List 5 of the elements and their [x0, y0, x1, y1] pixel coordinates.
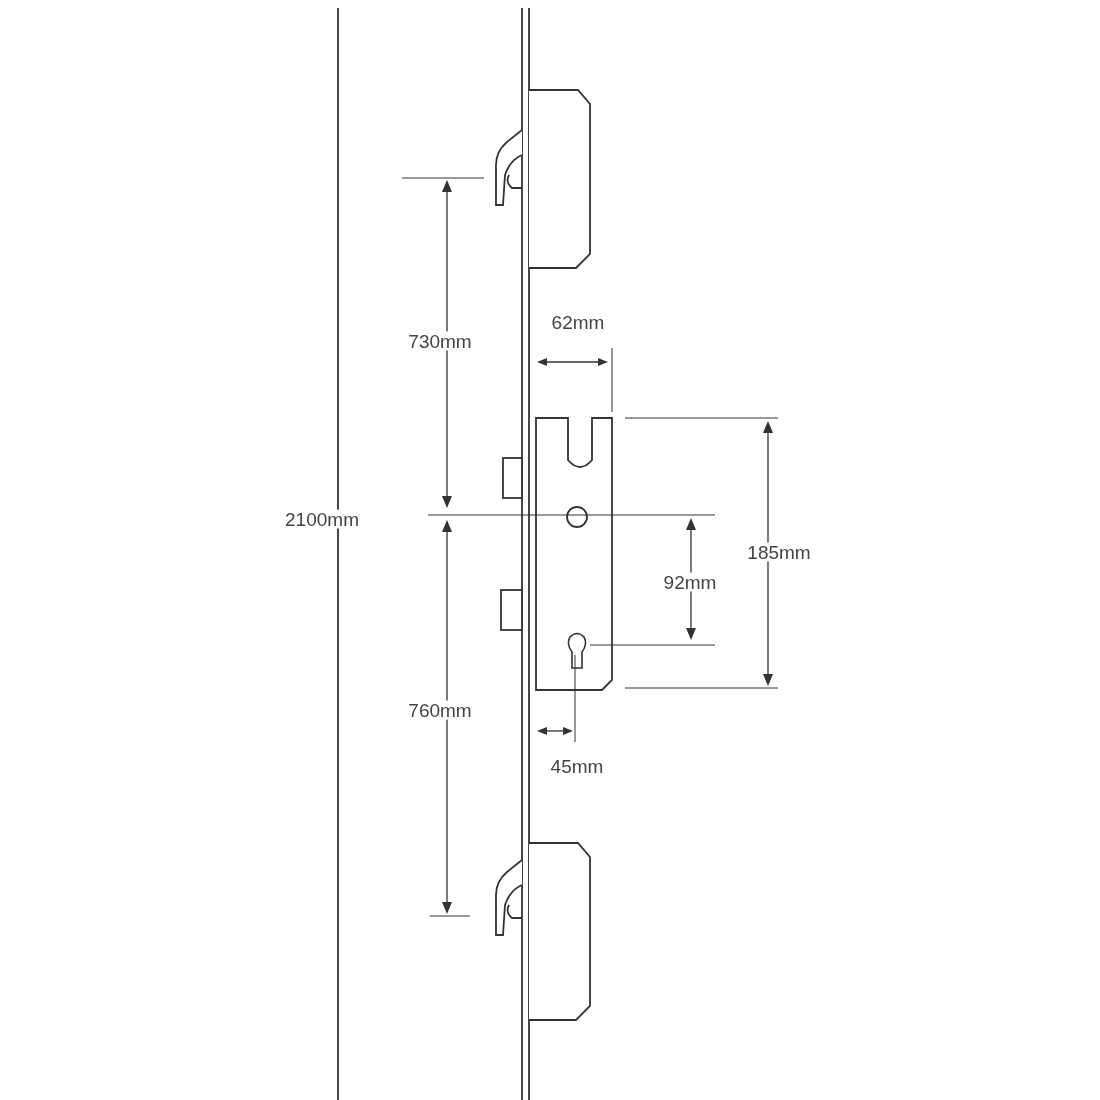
dimension-label: 185mm — [745, 542, 813, 562]
dimension-label: 730mm — [406, 331, 474, 351]
dimension-label: 92mm — [661, 572, 719, 592]
dimension-label: 760mm — [406, 700, 474, 720]
dimension-label: 2100mm — [283, 509, 361, 529]
